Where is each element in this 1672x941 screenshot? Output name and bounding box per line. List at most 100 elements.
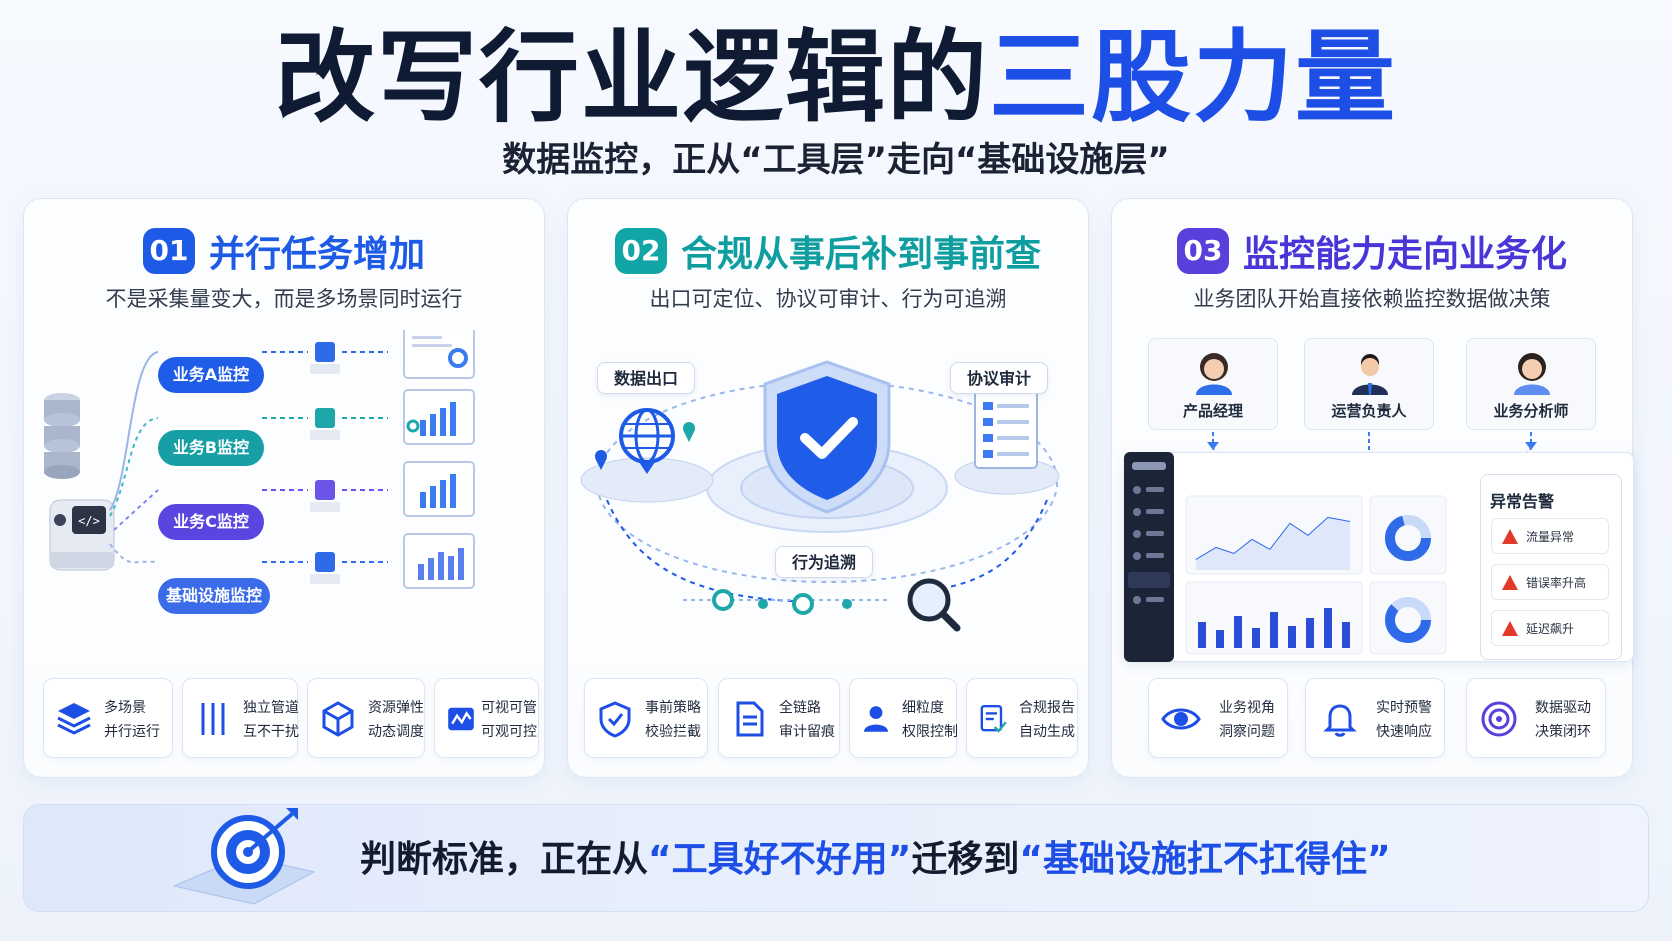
- role-label: 业务分析师: [1493, 402, 1569, 420]
- cube-icon: [322, 701, 354, 737]
- alert-item: 错误率升高: [1491, 564, 1609, 600]
- node-cube-icon: [310, 342, 340, 584]
- feature-line2: 动态调度: [368, 724, 424, 740]
- feature-line2: 审计留痕: [779, 724, 835, 740]
- feature-line2: 并行运行: [104, 724, 160, 740]
- avatar-male-icon: [1352, 354, 1388, 395]
- bell-icon: [1323, 704, 1357, 737]
- alert-label: 错误率升高: [1526, 576, 1587, 590]
- warning-icon: [1502, 529, 1518, 544]
- compliance-illustration: [580, 360, 1060, 632]
- conclusion-text: 判断标准，正在从“工具好不好用”迁移到“基础设施扛不扛得住”: [360, 830, 1391, 882]
- audit-document-icon: [954, 389, 1060, 495]
- role-card-product-manager: 产品经理: [1148, 338, 1278, 430]
- feature-card: 实时预警 快速响应: [1305, 678, 1445, 758]
- target-icon: [1481, 701, 1517, 737]
- feature-card: 资源弹性 动态调度: [307, 678, 425, 758]
- alert-item: 流量异常: [1491, 518, 1609, 554]
- alert-item: 延迟飙升: [1491, 610, 1609, 646]
- target-arrow-icon: [172, 808, 316, 905]
- panel-title: 合规从事后补到事前查: [680, 234, 1041, 275]
- title-main: 改写行业逻辑的: [275, 19, 989, 136]
- feature-card: 多场景 并行运行: [43, 678, 173, 758]
- role-label: 运营负责人: [1331, 402, 1407, 420]
- panel-number: 02: [614, 228, 667, 274]
- monitor-pill-infra: 基础设施监控: [158, 578, 270, 614]
- shield-icon: [599, 701, 631, 738]
- panel-header: 03 监控能力走向业务化: [1112, 225, 1632, 277]
- panel-number: 03: [1176, 228, 1229, 274]
- feature-card: 全链路 审计留痕: [718, 678, 840, 758]
- svg-text:</>: </>: [78, 514, 100, 528]
- page-title: 改写行业逻辑的三股力量: [0, 18, 1672, 138]
- feature-line1: 全链路: [779, 700, 821, 716]
- feature-line1: 细粒度: [902, 700, 944, 716]
- feature-line2: 互不干扰: [243, 724, 299, 740]
- conclusion-prefix: 判断标准，正在从: [360, 839, 649, 880]
- layers-icon: [57, 703, 91, 735]
- panel-description: 出口可定位、协议可审计、行为可追溯: [649, 287, 1007, 311]
- feature-card: 数据驱动 决策闭环: [1466, 678, 1606, 758]
- feature-line1: 资源弹性: [368, 700, 424, 716]
- conclusion-banner: [23, 804, 1649, 912]
- feature-line1: 可视可管: [481, 700, 537, 716]
- pipeline-icon: [201, 703, 225, 735]
- avatar-female-icon: [1196, 353, 1232, 395]
- robot-device-icon: </>: [49, 499, 115, 571]
- security-shield-icon: [763, 360, 891, 514]
- feature-line1: 多场景: [104, 700, 146, 716]
- document-icon: [736, 701, 764, 737]
- globe-icon: [580, 408, 714, 503]
- location-pin-icon: [595, 422, 695, 470]
- label-protocol-audit: 协议审计: [950, 362, 1049, 394]
- dashboard-graphics: [1124, 452, 1447, 662]
- chart-monitor-icon: [448, 707, 474, 731]
- monitor-pill-b: 业务B监控: [158, 430, 264, 466]
- feature-card: 可视可管 可观可控: [434, 678, 539, 758]
- feature-card: 细粒度 权限控制: [849, 678, 958, 758]
- feature-card: 合规报告 自动生成: [966, 678, 1078, 758]
- alert-label: 延迟飙升: [1526, 622, 1575, 636]
- feature-line2: 自动生成: [1019, 724, 1075, 740]
- database-icon: [44, 393, 80, 479]
- role-card-operations-lead: 运营负责人: [1304, 338, 1434, 430]
- title-highlight: 三股力量: [989, 19, 1397, 136]
- monitor-pill-a: 业务A监控: [158, 357, 264, 393]
- feature-line2: 快速响应: [1376, 724, 1432, 740]
- feature-line1: 独立管道: [243, 700, 299, 716]
- parallel-monitoring-illustration: </>: [44, 330, 475, 589]
- panel-number: 01: [142, 228, 195, 274]
- alert-panel-title: 异常告警: [1490, 492, 1555, 511]
- warning-icon: [1502, 575, 1518, 590]
- panel-header: 01 并行任务增加: [24, 225, 544, 277]
- feature-line2: 校验拦截: [645, 724, 701, 740]
- feature-card: 事前策略 校验拦截: [584, 678, 708, 758]
- feature-line1: 合规报告: [1019, 700, 1075, 716]
- alert-label: 流量异常: [1526, 530, 1575, 544]
- conclusion-quote-tool: “工具好不好用”: [648, 839, 912, 880]
- panel-title: 监控能力走向业务化: [1242, 234, 1567, 275]
- feature-line1: 事前策略: [645, 700, 701, 716]
- role-label: 产品经理: [1182, 402, 1243, 420]
- feature-line2: 决策闭环: [1535, 724, 1591, 740]
- feature-line1: 数据驱动: [1535, 700, 1591, 716]
- label-data-exit: 数据出口: [597, 362, 696, 394]
- panel-description: 不是采集量变大，而是多场景同时运行: [105, 287, 463, 311]
- magnifier-icon: [907, 578, 961, 632]
- trace-nodes: [683, 589, 887, 615]
- page-subtitle: 数据监控，正从“工具层”走向“基础设施层”: [502, 140, 1170, 180]
- user-lock-icon: [864, 706, 888, 732]
- conclusion-quote-infra: “基础设施扛不扛得住”: [1019, 839, 1391, 880]
- feature-card: 业务视角 洞察问题: [1148, 678, 1288, 758]
- feature-line2: 权限控制: [902, 724, 958, 740]
- eye-icon: [1161, 708, 1201, 730]
- dashboard-screen-icon: [403, 330, 475, 589]
- monitor-pill-c: 业务C监控: [158, 504, 264, 540]
- feature-line1: 实时预警: [1376, 700, 1432, 716]
- role-card-business-analyst: 业务分析师: [1466, 338, 1596, 430]
- panel-description: 业务团队开始直接依赖监控数据做决策: [1193, 287, 1551, 311]
- feature-line2: 洞察问题: [1219, 724, 1275, 740]
- avatar-female-icon: [1514, 353, 1550, 395]
- panel-title: 并行任务增加: [208, 234, 425, 275]
- feature-line2: 可观可控: [481, 724, 537, 740]
